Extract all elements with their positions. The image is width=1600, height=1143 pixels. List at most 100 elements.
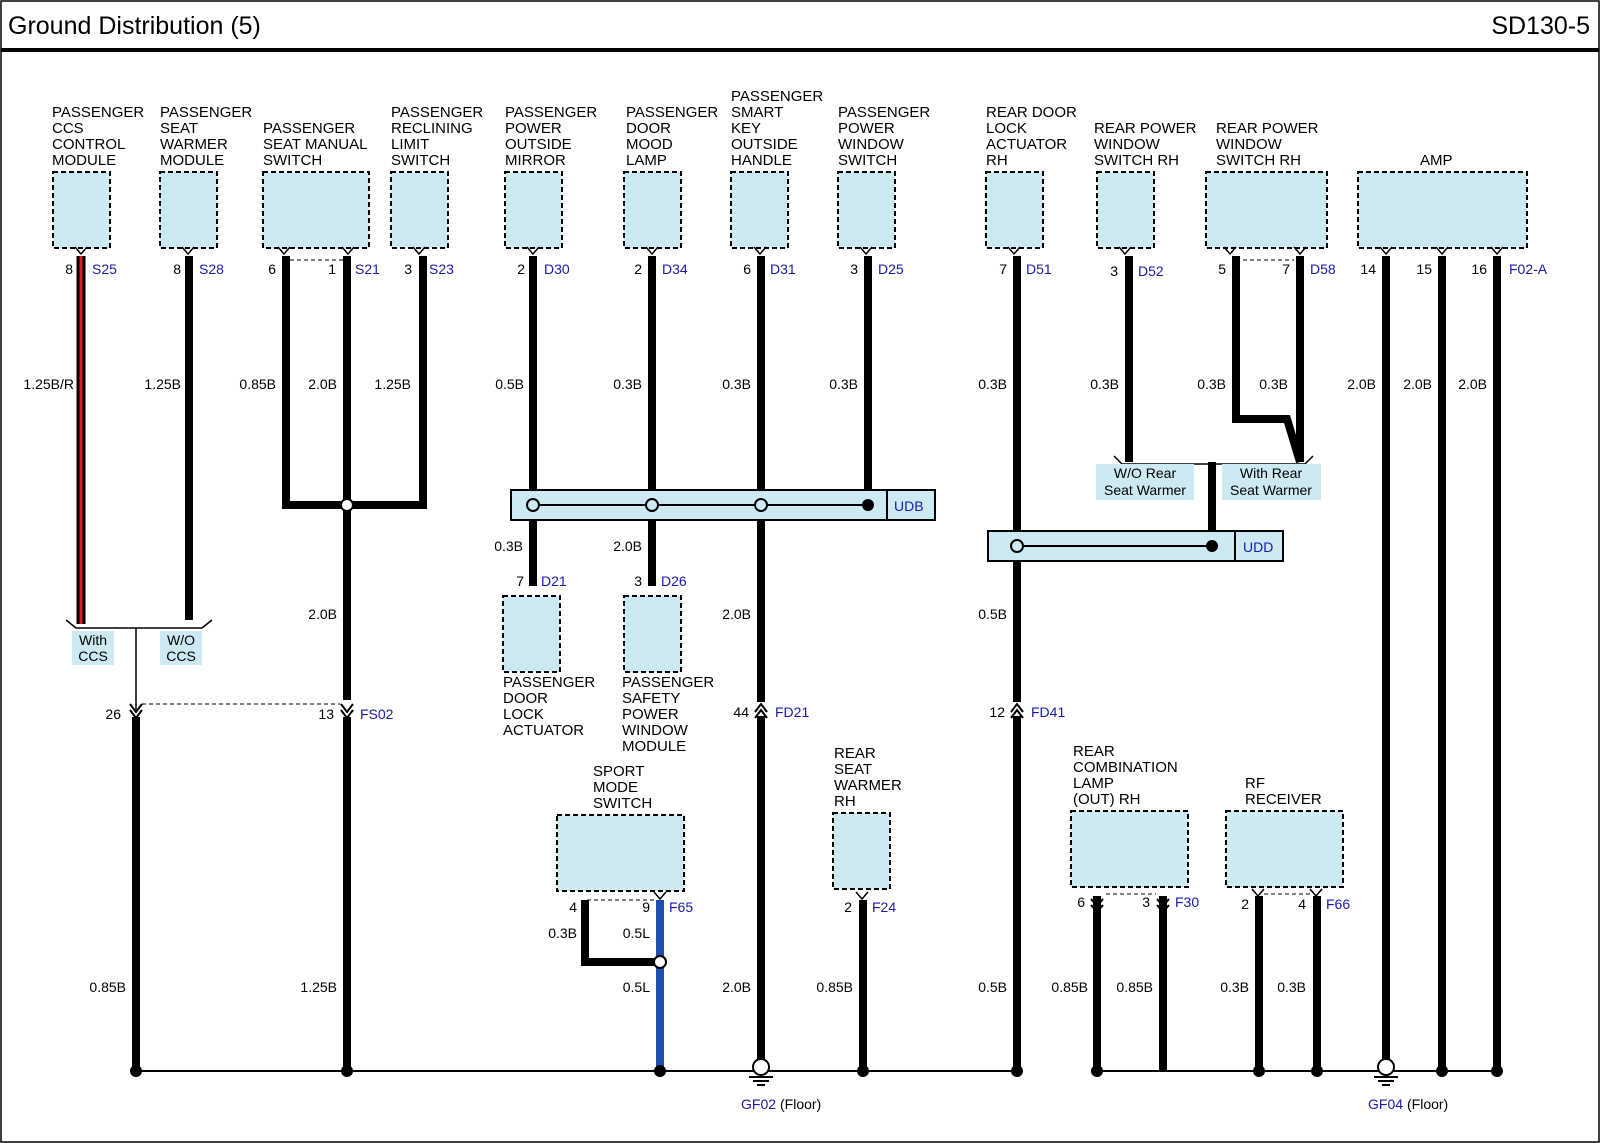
label-p-smartkey: PASSENGER SMART KEY OUTSIDE HANDLE xyxy=(731,88,823,169)
svg-text:DOOR: DOOR xyxy=(626,120,671,137)
svg-text:2.0B: 2.0B xyxy=(722,606,751,622)
label-p-door-lock: PASSENGER DOOR LOCK ACTUATOR xyxy=(503,674,595,739)
svg-text:0.5B: 0.5B xyxy=(978,606,1007,622)
svg-text:COMBINATION: COMBINATION xyxy=(1073,759,1178,776)
svg-text:PASSENGER: PASSENGER xyxy=(263,120,355,137)
p-safety-window-box xyxy=(623,595,682,673)
option-labels: With CCS W/O CCS W/O Rear Seat Warmer Wi… xyxy=(72,464,1321,665)
p-mirror-box xyxy=(504,171,563,249)
svg-text:LAMP: LAMP xyxy=(626,152,667,169)
svg-text:S23: S23 xyxy=(429,261,454,277)
svg-text:SWITCH RH: SWITCH RH xyxy=(1216,152,1301,169)
svg-text:With Rear: With Rear xyxy=(1240,465,1303,481)
p-mood-box xyxy=(623,171,682,249)
svg-text:1.25B: 1.25B xyxy=(300,979,337,995)
p-reclining-box xyxy=(390,171,449,249)
svg-text:KEY: KEY xyxy=(731,120,761,137)
r-lock-box xyxy=(985,171,1044,249)
ground-gf02-symbol xyxy=(749,1058,773,1086)
svg-text:0.85B: 0.85B xyxy=(239,376,276,392)
svg-text:2: 2 xyxy=(634,261,642,277)
svg-text:REAR POWER: REAR POWER xyxy=(1216,120,1319,137)
svg-text:2.0B: 2.0B xyxy=(722,979,751,995)
svg-text:0.5L: 0.5L xyxy=(623,925,650,941)
ground-gf04-symbol xyxy=(1374,1058,1398,1086)
ground-gf04-id: GF04 xyxy=(1368,1096,1403,1112)
svg-text:8: 8 xyxy=(173,261,181,277)
svg-text:REAR DOOR: REAR DOOR xyxy=(986,104,1077,121)
svg-text:CCS: CCS xyxy=(78,648,108,664)
amp-box xyxy=(1357,171,1528,249)
svg-text:0.3B: 0.3B xyxy=(829,376,858,392)
svg-text:2: 2 xyxy=(844,899,852,915)
svg-text:SWITCH: SWITCH xyxy=(263,152,322,169)
svg-text:0.3B: 0.3B xyxy=(1277,979,1306,995)
svg-text:PASSENGER: PASSENGER xyxy=(622,674,714,691)
page-title: Ground Distribution (5) xyxy=(8,12,261,40)
svg-text:UDB: UDB xyxy=(894,498,924,514)
svg-text:PASSENGER: PASSENGER xyxy=(731,88,823,105)
svg-text:RH: RH xyxy=(986,152,1008,169)
svg-text:6: 6 xyxy=(268,261,276,277)
rf-receiver-box xyxy=(1225,810,1344,888)
svg-text:F65: F65 xyxy=(669,899,693,915)
ground-gf02-id: GF02 xyxy=(741,1096,776,1112)
svg-text:REAR: REAR xyxy=(834,745,876,762)
svg-text:WINDOW: WINDOW xyxy=(838,136,905,153)
rear-option-fork xyxy=(1113,455,1314,465)
svg-text:OUTSIDE: OUTSIDE xyxy=(505,136,572,153)
label-rear-warmer: REAR SEAT WARMER RH xyxy=(834,745,902,810)
svg-text:SWITCH RH: SWITCH RH xyxy=(1094,152,1179,169)
label-rear-combo: REAR COMBINATION LAMP (OUT) RH xyxy=(1073,743,1178,808)
svg-text:CCS: CCS xyxy=(52,120,84,137)
svg-text:F66: F66 xyxy=(1326,896,1350,912)
svg-text:14: 14 xyxy=(1360,261,1376,277)
svg-text:1: 1 xyxy=(328,261,336,277)
ground-gf04-loc: (Floor) xyxy=(1407,1096,1448,1112)
svg-text:3: 3 xyxy=(404,261,412,277)
svg-text:2.0B: 2.0B xyxy=(1403,376,1432,392)
svg-text:D58: D58 xyxy=(1310,261,1336,277)
svg-text:0.5B: 0.5B xyxy=(978,979,1007,995)
svg-text:7: 7 xyxy=(999,261,1007,277)
svg-text:16: 16 xyxy=(1471,261,1487,277)
svg-text:1.25B: 1.25B xyxy=(374,376,411,392)
page-code: SD130-5 xyxy=(1491,12,1590,40)
svg-text:0.5L: 0.5L xyxy=(623,979,650,995)
svg-text:POWER: POWER xyxy=(838,120,895,137)
svg-text:SEAT: SEAT xyxy=(160,120,198,137)
svg-text:CONTROL: CONTROL xyxy=(52,136,125,153)
svg-text:DOOR: DOOR xyxy=(503,690,548,707)
label-r-win1: REAR POWER WINDOW SWITCH RH xyxy=(1094,120,1197,169)
svg-text:F24: F24 xyxy=(872,899,896,915)
svg-text:Seat Warmer: Seat Warmer xyxy=(1230,482,1312,498)
svg-text:0.3B: 0.3B xyxy=(978,376,1007,392)
svg-text:F30: F30 xyxy=(1175,894,1199,910)
p-seat-warmer-box xyxy=(159,171,218,249)
svg-text:PASSENGER: PASSENGER xyxy=(391,104,483,121)
svg-text:0.3B: 0.3B xyxy=(1259,376,1288,392)
svg-text:S21: S21 xyxy=(355,261,380,277)
inline-connector-labels: 26 13 FS02 44 FD21 12 FD41 xyxy=(105,704,1065,722)
svg-text:SWITCH: SWITCH xyxy=(838,152,897,169)
svg-text:5: 5 xyxy=(1218,261,1226,277)
svg-text:6: 6 xyxy=(1077,894,1085,910)
svg-text:D52: D52 xyxy=(1138,263,1164,279)
rear-seat-warmer-box xyxy=(832,812,891,890)
pin-links xyxy=(142,259,1310,901)
svg-text:0.85B: 0.85B xyxy=(816,979,853,995)
ground-gf02-loc: (Floor) xyxy=(780,1096,821,1112)
svg-text:ACTUATOR: ACTUATOR xyxy=(503,722,584,739)
svg-text:0.3B: 0.3B xyxy=(722,376,751,392)
label-p-window: PASSENGER POWER WINDOW SWITCH xyxy=(838,104,930,169)
wire-spec-labels-top: 1.25B/R 1.25B 0.85B 2.0B 1.25B 0.5B 0.3B… xyxy=(23,376,1487,392)
label-p-reclining: PASSENGER RECLINING LIMIT SWITCH xyxy=(391,104,483,169)
svg-text:13: 13 xyxy=(318,706,334,722)
svg-text:2: 2 xyxy=(517,261,525,277)
svg-text:WARMER: WARMER xyxy=(834,777,902,794)
svg-text:RECLINING: RECLINING xyxy=(391,120,473,137)
p-window-box xyxy=(837,171,896,249)
svg-text:1.25B: 1.25B xyxy=(144,376,181,392)
svg-text:MOOD: MOOD xyxy=(626,136,673,153)
svg-text:HANDLE: HANDLE xyxy=(731,152,792,169)
